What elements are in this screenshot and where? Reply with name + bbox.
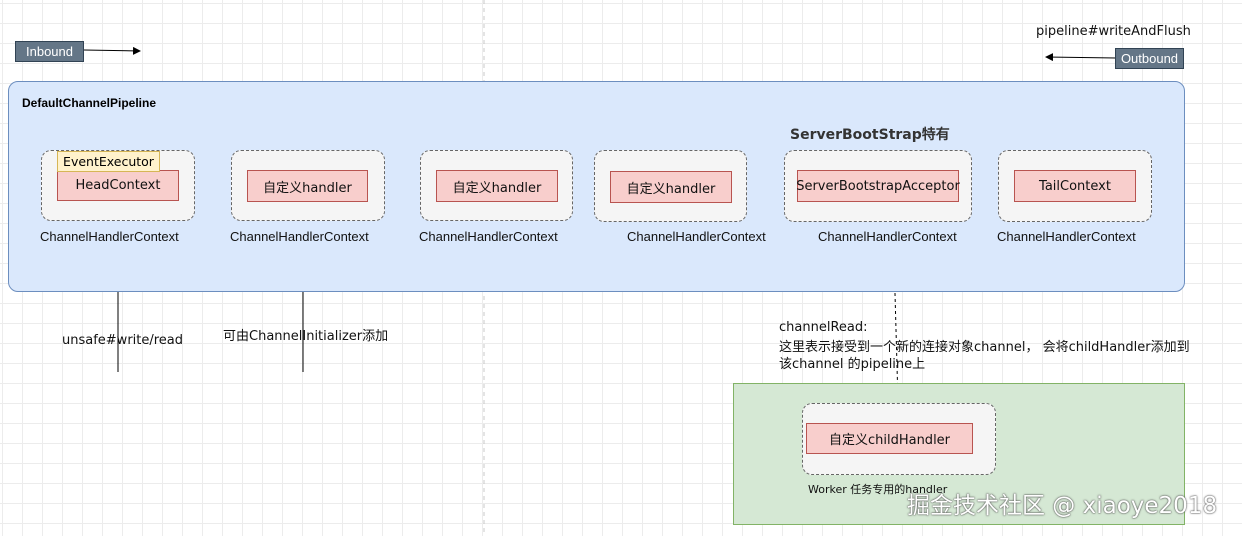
custom-handler-node: 自定义handler xyxy=(247,170,368,202)
channel-read-line-1: channelRead: xyxy=(779,320,868,335)
inbound-arrow xyxy=(83,46,141,55)
outbound-arrow xyxy=(1045,53,1117,62)
handler-label: 自定义handler xyxy=(452,180,542,196)
handler-label: 自定义handler xyxy=(626,181,716,197)
server-bootstrap-acceptor-node: ServerBootstrapAcceptor xyxy=(796,170,960,202)
inbound-label: Inbound xyxy=(26,44,73,59)
handler-label: ServerBootstrapAcceptor xyxy=(796,178,960,194)
initializer-annotation: 可由ChannelInitializer添加 xyxy=(223,329,389,344)
watermark: 掘金技术社区 @ xiaoye2018 xyxy=(907,493,1218,519)
custom-handler-node: 自定义handler xyxy=(436,170,558,202)
worker-label: Worker 任务专用的handler xyxy=(808,483,948,496)
context-label: ChannelHandlerContext xyxy=(419,229,558,244)
handler-label: 自定义handler xyxy=(263,180,352,196)
write-and-flush-label: pipeline#writeAndFlush xyxy=(1036,24,1191,39)
custom-handler-node: 自定义handler xyxy=(610,171,732,203)
context-label: ChannelHandlerContext xyxy=(627,229,766,244)
context-label: ChannelHandlerContext xyxy=(997,229,1136,244)
custom-child-handler-node: 自定义childHandler xyxy=(806,423,973,454)
context-label: ChannelHandlerContext xyxy=(230,229,369,244)
event-executor-label: EventExecutor xyxy=(63,154,154,169)
event-executor-node: EventExecutor xyxy=(57,151,160,172)
outbound-tag: Outbound xyxy=(1115,48,1184,69)
tail-context-node: TailContext xyxy=(1014,170,1136,202)
handler-label: HeadContext xyxy=(75,178,161,193)
context-label: ChannelHandlerContext xyxy=(40,229,179,244)
channel-read-line-3: 该channel 的pipeline上 xyxy=(779,357,926,372)
pipeline-title: DefaultChannelPipeline xyxy=(22,96,157,110)
context-label: ChannelHandlerContext xyxy=(818,229,957,244)
unsafe-annotation: unsafe#write/read xyxy=(62,333,184,348)
handler-label: 自定义childHandler xyxy=(828,433,951,448)
channel-read-line-2: 这里表示接受到一个新的连接对象channel， 会将childHandler添加… xyxy=(779,340,1190,355)
head-context-node: HeadContext xyxy=(57,170,179,201)
serverbootstrap-title: ServerBootStrap特有 xyxy=(790,127,950,143)
outbound-label: Outbound xyxy=(1120,51,1179,66)
handler-label: TailContext xyxy=(1039,178,1111,194)
inbound-tag: Inbound xyxy=(15,41,84,62)
